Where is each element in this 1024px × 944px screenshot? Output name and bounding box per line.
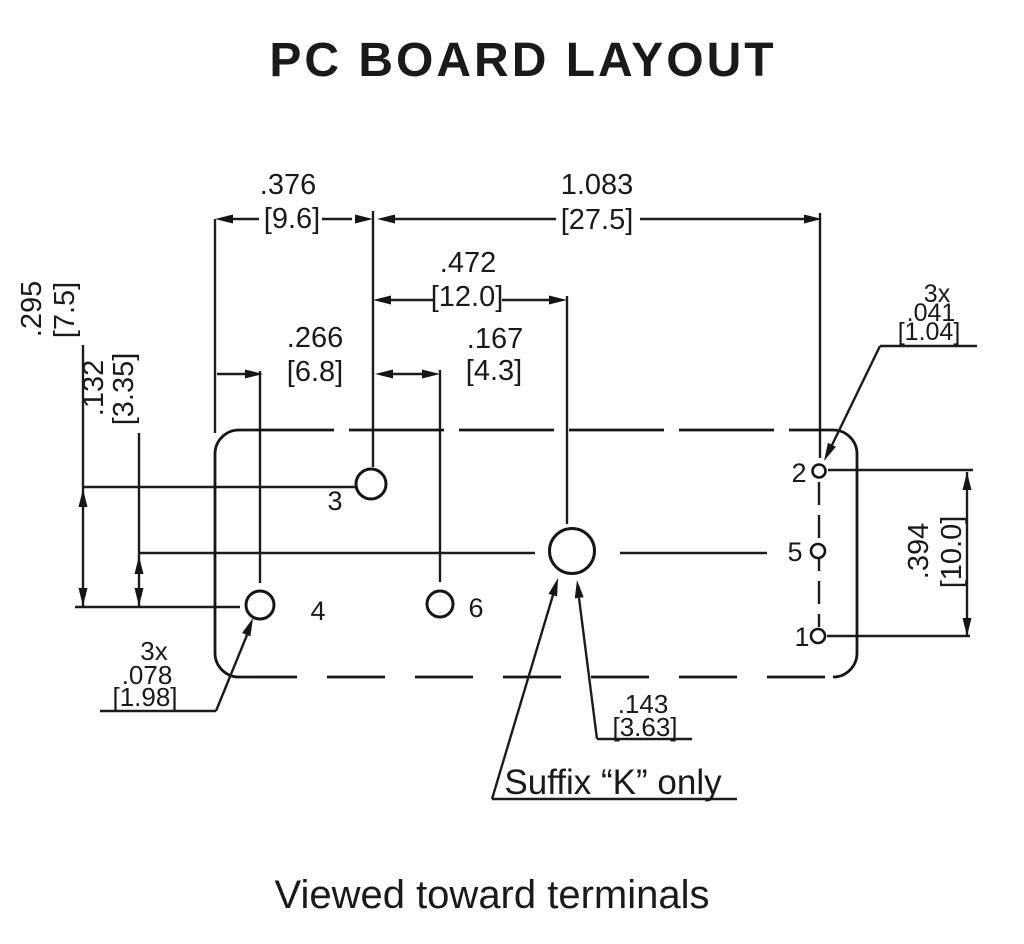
dim-376-inch: .376 <box>260 169 316 201</box>
board-edge-right <box>832 428 859 679</box>
dim-143-mm: [3.63] <box>612 712 677 742</box>
dim-041-qty: 3x <box>924 280 951 308</box>
board-outline <box>213 428 859 679</box>
leader-line-078 <box>214 634 249 712</box>
dim-167-mm: [4.3] <box>466 355 522 387</box>
arrow-295-bottom <box>78 588 88 606</box>
pin-hole-1 <box>809 627 827 645</box>
arrow-376-right <box>355 214 373 224</box>
arrow-1083-right <box>804 214 822 224</box>
dim-078-qty: 3x <box>140 636 167 666</box>
leader-lines <box>100 344 977 801</box>
arrow-472-left <box>373 295 391 305</box>
extension-lines <box>75 211 973 638</box>
hole-4 <box>244 589 276 621</box>
dim-266-inch: .266 <box>287 322 343 354</box>
arrow-266-left <box>245 369 263 379</box>
dim-472-inch: .472 <box>440 247 496 279</box>
dim-394-inch: .394 <box>903 523 935 579</box>
dim-1083-inch: 1.083 <box>561 169 634 201</box>
arrow-394-bottom <box>962 618 972 636</box>
board-edge-left <box>213 428 240 679</box>
dim-1083-mm: [27.5] <box>561 204 634 236</box>
pad-label-6: 6 <box>468 593 483 623</box>
arrow-472-right <box>549 295 567 305</box>
dim-295-mm: [7.5] <box>49 282 81 338</box>
arrow-295-top <box>78 489 88 507</box>
hole-6 <box>425 589 455 619</box>
leader-arrow-041 <box>824 442 836 461</box>
hole-3 <box>354 467 388 501</box>
pad-label-3: 3 <box>327 486 342 516</box>
drawing-title: PC BOARD LAYOUT <box>269 34 776 87</box>
dim-132-mm: [3.35] <box>108 353 140 426</box>
pad-label-5: 5 <box>787 537 802 567</box>
dim-266-mm: [6.8] <box>287 356 343 388</box>
dim-472-mm: [12.0] <box>431 281 504 313</box>
leader-line-suffix-k <box>490 594 555 800</box>
pin-hole-5 <box>809 542 827 560</box>
leader-line-143 <box>577 597 599 740</box>
leader-arrow-suffix-k <box>548 578 558 597</box>
dim-143-inch: .143 <box>618 689 669 719</box>
hole-k-center <box>548 527 596 575</box>
dim-078-mm: [1.98] <box>112 682 177 712</box>
arrow-1083-left <box>377 214 395 224</box>
arrowheads <box>78 214 972 636</box>
pad-label-2: 2 <box>791 458 806 488</box>
dim-078-inch: .078 <box>122 660 173 690</box>
pad-label-4: 4 <box>310 596 325 626</box>
holes <box>244 463 827 645</box>
arrow-132-top <box>134 556 144 574</box>
leader-line-041 <box>830 345 882 446</box>
dim-132-inch: .132 <box>78 360 110 416</box>
dim-167-inch: .167 <box>467 323 523 355</box>
dimension-lines <box>81 217 969 636</box>
arrow-132-bottom <box>134 588 144 606</box>
dim-295-inch: .295 <box>16 281 48 337</box>
leader-arrow-143 <box>574 580 584 599</box>
arrow-266-167-shared <box>375 369 393 379</box>
arrow-167-right <box>422 369 440 379</box>
pin-hole-2 <box>811 463 827 479</box>
leader-arrow-078 <box>242 618 253 637</box>
dim-394-mm: [10.0] <box>936 516 968 589</box>
arrow-376-left <box>215 214 233 224</box>
view-caption: Viewed toward terminals <box>274 873 709 917</box>
dim-376-mm: [9.6] <box>264 203 320 235</box>
dim-041-inch: .041 <box>907 299 956 327</box>
dim-041-mm: [1.04] <box>898 318 961 346</box>
pad-label-1: 1 <box>794 622 809 652</box>
note-suffix-k: Suffix “K” only <box>504 763 722 802</box>
arrow-394-top <box>962 472 972 490</box>
